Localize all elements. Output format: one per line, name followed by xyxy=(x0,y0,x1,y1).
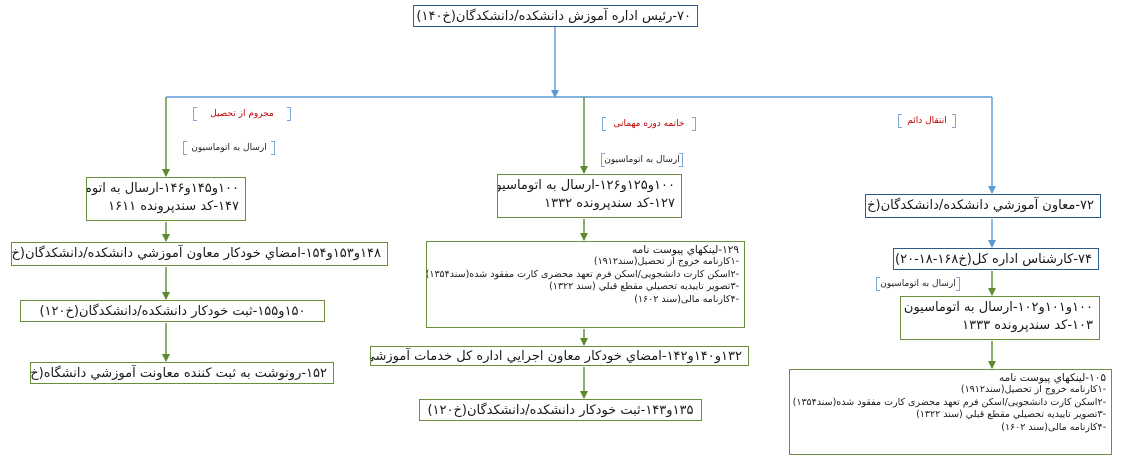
node-mid-1: ۱۰۰و۱۲۵و۱۲۶-ارسال به اتوماسیون ۱۲۷-کد سن… xyxy=(497,174,682,218)
node-mid-4: ۱۳۵و۱۴۳-ثبت خودكار دانشکده/دانشکدگان(خ۱۲… xyxy=(419,399,702,421)
node-mid-2: ۱۲۹-لینکهاي پیوست نامه -۱کارنامه خروج از… xyxy=(426,241,745,328)
node-left-1: ۱۰۰و۱۴۵و۱۴۶-ارسال به اتوماسیون ۱۴۷-کد سن… xyxy=(86,177,246,221)
node-left-4: ۱۵۲-رونوشت به ثبت كننده معاونت آموزشي دا… xyxy=(30,362,334,384)
node-right-2: ۷۴-كارشناس اداره كل(خ۱۶۸-۱۸-۲۰) xyxy=(893,248,1099,270)
condition-label-left: محروم از تحصیل xyxy=(193,107,291,121)
condition-label-middle: خاتمه دوره مهمانی xyxy=(602,117,696,131)
node-root: ۷۰-رئیس اداره آموزش دانشکده/دانشکدگان(خ۱… xyxy=(413,5,698,27)
node-right-1: ۷۲-معاون آموزشي دانشكده/دانشکدگان(خ۱۱۰) xyxy=(865,194,1101,218)
send-label-left: ارسال به اتوماسیون xyxy=(183,141,275,155)
condition-label-right: انتقال دائم xyxy=(898,114,956,128)
node-left-3: ۱۵۰و۱۵۵-ثبت خودكار دانشکده/دانشکدگان(خ۱۲… xyxy=(20,300,325,322)
node-left-2: ۱۴۸و۱۵۳و۱۵۴-امضاي خودكار معاون آموزشي دا… xyxy=(11,242,388,266)
node-mid-3: ۱۳۲و۱۴۰و۱۴۲-امضاي خودكار معاون اجرایي اد… xyxy=(370,346,749,366)
node-right-3: ۱۰۰و۱۰۱و۱۰۲-ارسال به اتوماسیون ۱۰۳-کد سن… xyxy=(900,296,1100,340)
send-label-middle: ارسال به اتوماسیون xyxy=(601,153,683,167)
node-right-4: ۱۰۵-لینکهاي پیوست نامه -۱کارنامه خروج از… xyxy=(789,369,1112,455)
send-label-right: ارسال به اتوماسیون xyxy=(876,277,960,291)
